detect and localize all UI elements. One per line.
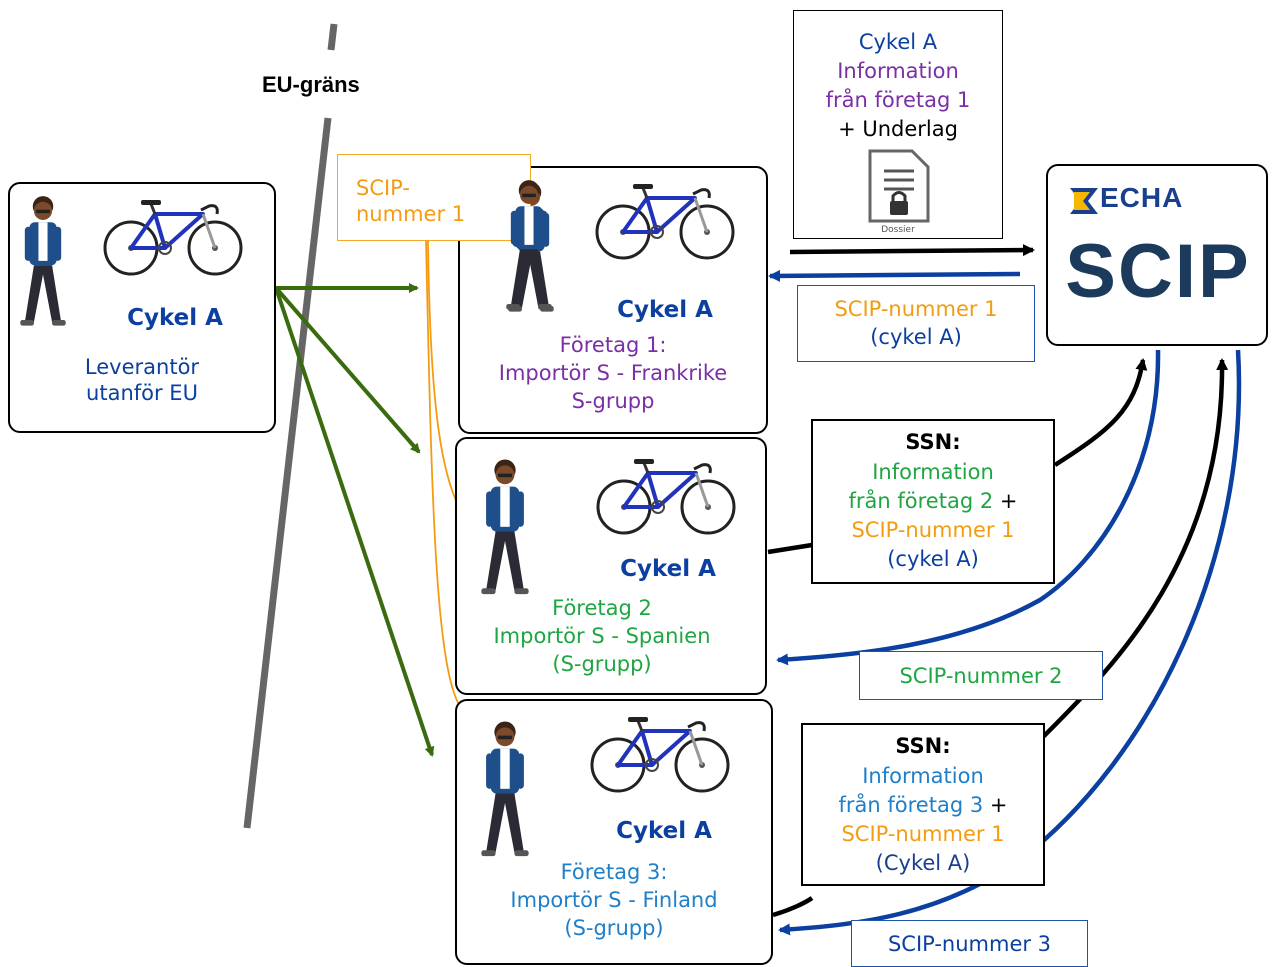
bicycle-icon bbox=[103, 198, 243, 276]
ssn-company3-box: SSN: Information från företag 3 + SCIP-n… bbox=[801, 723, 1045, 886]
reply1-line2: (cykel A) bbox=[870, 325, 962, 349]
ssn-company2-box: SSN: Information från företag 2 + SCIP-n… bbox=[811, 419, 1055, 584]
ssn2-line1: Information bbox=[872, 460, 994, 484]
person-icon bbox=[481, 721, 529, 857]
person-icon bbox=[20, 196, 66, 326]
dossier-line3: från företag 1 bbox=[825, 88, 971, 112]
reply-scip-number2-box: SCIP-nummer 2 bbox=[859, 651, 1103, 700]
company1-box: Cykel A Företag 1: Importör S - Frankrik… bbox=[458, 166, 768, 434]
ssn3-line2-plus: + bbox=[983, 793, 1008, 817]
company2-box: Cykel A Företag 2 Importör S - Spanien (… bbox=[455, 437, 767, 695]
ssn3-line1: Information bbox=[862, 764, 984, 788]
ssn2-line4: (cykel A) bbox=[887, 547, 979, 571]
arrow-company3-ssn-to-echa bbox=[772, 360, 1222, 918]
scip-number1-note: SCIP- nummer 1 bbox=[337, 154, 531, 241]
reply1-line1: SCIP-nummer 1 bbox=[834, 297, 998, 321]
ssn2-line3: SCIP-nummer 1 bbox=[851, 518, 1015, 542]
scip-note-line1: SCIP- bbox=[356, 176, 410, 200]
echa-logo-text: ECHA bbox=[1100, 182, 1184, 213]
dossier-submission-box: Cykel A Information från företag 1 + Und… bbox=[793, 10, 1003, 239]
supplier-line2: utanför EU bbox=[86, 381, 198, 405]
echa-logo-icon bbox=[1070, 188, 1098, 214]
supplier-box: Cykel A Leverantör utanför EU bbox=[8, 182, 276, 433]
arrow-supplier-to-company2 bbox=[274, 286, 421, 454]
arrow-scip-note-to-company3 bbox=[425, 239, 468, 716]
ssn3-line4: (Cykel A) bbox=[875, 851, 971, 875]
supplier-bike-label: Cykel A bbox=[127, 305, 223, 331]
company3-box: Cykel A Företag 3: Importör S - Finland … bbox=[455, 699, 773, 965]
ssn3-line2: från företag 3 + bbox=[803, 792, 1043, 818]
dossier-icon-label: Dossier bbox=[881, 225, 915, 235]
company2-line3: (S-grupp) bbox=[552, 652, 652, 676]
arrow-echa-to-company1 bbox=[768, 269, 1021, 282]
reply-scip-number1-box: SCIP-nummer 1 (cykel A) bbox=[797, 285, 1035, 362]
arrow-company2-ssn-to-echa bbox=[767, 360, 1143, 555]
company1-bike-label: Cykel A bbox=[617, 297, 713, 323]
eu-border-label: EU-gräns bbox=[262, 72, 360, 97]
company3-line2: Importör S - Finland bbox=[510, 888, 718, 912]
scip-note-line2: nummer 1 bbox=[356, 202, 466, 226]
ssn2-line2: från företag 2 + bbox=[813, 488, 1053, 514]
bicycle-icon bbox=[590, 715, 730, 793]
company2-line2: Importör S - Spanien bbox=[493, 624, 711, 648]
scip-logo-text: SCIP bbox=[1065, 229, 1251, 314]
ssn2-line2-plus: + bbox=[993, 489, 1018, 513]
bicycle-icon bbox=[596, 457, 736, 535]
ssn3-line3: SCIP-nummer 1 bbox=[841, 822, 1005, 846]
dossier-line4: + Underlag bbox=[838, 117, 958, 141]
ssn3-line2-info: från företag 3 bbox=[838, 793, 984, 817]
ssn3-title: SSN: bbox=[895, 734, 951, 758]
arrow-echa-to-company3 bbox=[778, 349, 1242, 936]
ssn2-title: SSN: bbox=[905, 430, 961, 454]
arrow-supplier-to-company3 bbox=[274, 287, 435, 757]
eu-border-line bbox=[243, 117, 332, 829]
company3-bike-label: Cykel A bbox=[616, 818, 712, 844]
bicycle-icon bbox=[595, 182, 735, 260]
company3-line3: (S-grupp) bbox=[564, 916, 664, 940]
supplier-line1: Leverantör bbox=[84, 355, 200, 379]
dossier-line1: Cykel A bbox=[858, 30, 938, 54]
company3-line1: Företag 3: bbox=[560, 860, 668, 884]
arrow-dossier-to-echa bbox=[789, 244, 1035, 257]
person-icon bbox=[506, 180, 552, 310]
company2-line1: Företag 2 bbox=[552, 596, 652, 620]
reply3-label: SCIP-nummer 3 bbox=[887, 932, 1052, 956]
ssn2-line2-info: från företag 2 bbox=[848, 489, 994, 513]
reply2-label: SCIP-nummer 2 bbox=[899, 664, 1063, 688]
reply-scip-number3-box: SCIP-nummer 3 bbox=[851, 920, 1088, 967]
company1-line3: S-grupp bbox=[571, 389, 655, 413]
dossier-file-icon bbox=[868, 149, 930, 223]
dossier-line2: Information bbox=[837, 59, 959, 83]
company1-line1: Företag 1: bbox=[559, 333, 667, 357]
company2-bike-label: Cykel A bbox=[620, 556, 716, 582]
company1-line2: Importör S - Frankrike bbox=[498, 361, 728, 385]
eu-border-line-top bbox=[327, 23, 338, 51]
person-icon bbox=[481, 459, 529, 595]
echa-scip-box: ECHA SCIP bbox=[1046, 164, 1268, 346]
